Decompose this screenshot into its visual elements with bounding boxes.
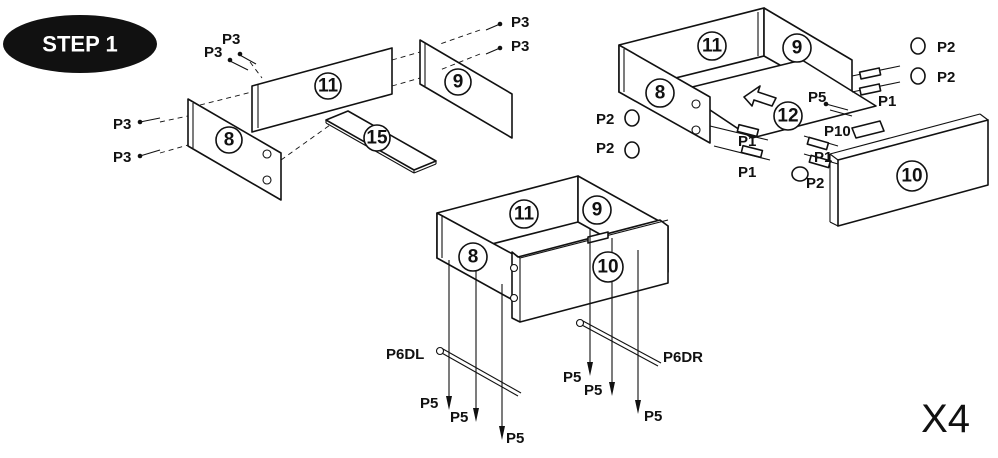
step-badge: STEP 1: [3, 15, 157, 73]
label-p1: P1: [814, 149, 832, 166]
label-p2: P2: [806, 175, 824, 192]
part-number-11: 11: [318, 76, 339, 97]
exploded-view-right: 11 9 8 12 10 P2 P2 P2 P2 P2 P5 P1 P1 P1 …: [596, 7, 989, 227]
label-p1: P1: [878, 93, 896, 110]
exploded-view-left: 11 9 15 8 P3 P3 P3 P3 P3 P3: [113, 14, 529, 201]
part-number-9: 9: [592, 200, 603, 221]
label-p2: P2: [937, 69, 955, 86]
part-number-8: 8: [468, 247, 479, 268]
assembled-drawer: 11 9 8 10 P6DL P6DR P5 P5 P5 P5 P5 P5: [386, 175, 703, 447]
part-number-9: 9: [453, 72, 464, 93]
label-p5: P5: [584, 382, 602, 399]
label-p3: P3: [222, 31, 240, 48]
label-p3: P3: [511, 38, 529, 55]
label-p5: P5: [563, 369, 581, 386]
label-p1: P1: [738, 133, 756, 150]
part-number-10: 10: [901, 166, 922, 187]
label-p5: P5: [808, 89, 826, 106]
drawer-clip: [587, 231, 609, 244]
label-p6dl: P6DL: [386, 346, 424, 363]
part-number-10: 10: [597, 257, 618, 278]
part-number-11: 11: [514, 204, 535, 225]
label-p5: P5: [506, 430, 524, 447]
label-p6dr: P6DR: [663, 349, 703, 366]
panel-12-right: [679, 59, 877, 139]
dowels: [736, 67, 882, 169]
label-p5: P5: [450, 409, 468, 426]
label-p3: P3: [113, 116, 131, 133]
label-p2: P2: [596, 140, 614, 157]
label-p5: P5: [644, 408, 662, 425]
direction-arrow: [743, 85, 777, 107]
label-p10: P10: [824, 123, 851, 140]
part-number-15: 15: [366, 128, 388, 149]
label-p3: P3: [113, 149, 131, 166]
multiplier-label: X4: [921, 397, 970, 441]
part-number-8: 8: [655, 83, 666, 104]
label-p2: P2: [937, 39, 955, 56]
label-p3: P3: [511, 14, 529, 31]
block-p10: [851, 120, 885, 139]
part-number-9: 9: [792, 38, 803, 59]
part-number-12: 12: [777, 106, 798, 127]
label-p2: P2: [596, 111, 614, 128]
label-p3: P3: [204, 44, 222, 61]
label-p1: P1: [738, 164, 756, 181]
cam-locks: [624, 37, 926, 182]
screws-p5: [446, 362, 641, 440]
part-number-11: 11: [702, 36, 723, 57]
part-number-8: 8: [224, 130, 235, 151]
label-p5: P5: [420, 395, 438, 412]
step-title: STEP 1: [42, 32, 117, 57]
